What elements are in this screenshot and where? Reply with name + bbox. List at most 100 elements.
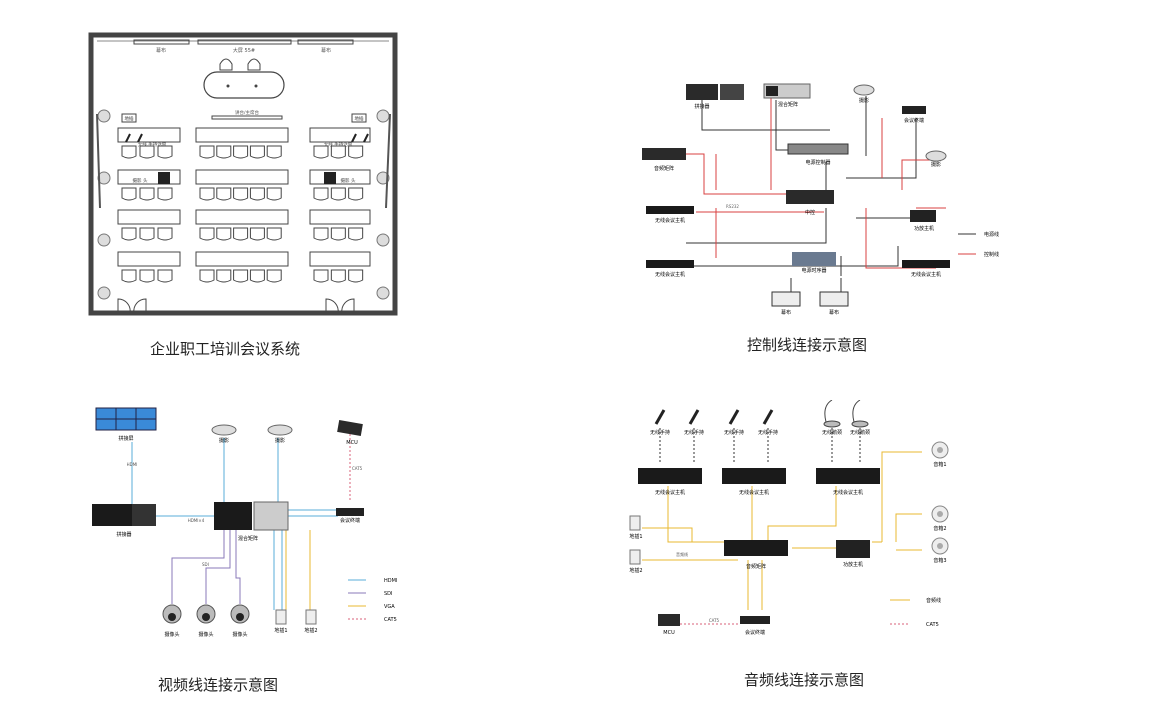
speaker-b-label: 音箱2 — [933, 525, 946, 532]
chair-icon — [121, 227, 137, 241]
video-hdmi-tag: HDMI — [127, 462, 138, 467]
device-box-icon — [658, 614, 680, 626]
chair-icon — [249, 227, 265, 241]
chair-icon — [330, 187, 346, 201]
control-caption: 控制线连接示意图 — [747, 336, 868, 354]
legend-hdmi-label: HDMI — [384, 578, 397, 584]
video-diagram-svg: 拼接屏 摄影 摄影 MCU 拼接器 混合矩阵 会议终端 HDMI×4 HDMI … — [92, 407, 397, 638]
chair-icon — [249, 187, 265, 201]
floor-plan-svg: 幕布 大屏 55# 幕布 讲台/主席台 地插 地插 无线 手持话筒 无线 手持话… — [88, 32, 398, 316]
table-icon — [117, 209, 181, 225]
audio-matrix-label: 音频矩阵 — [654, 165, 674, 172]
chair-icon — [199, 187, 215, 201]
chair-icon — [247, 58, 261, 71]
table-rows — [117, 127, 371, 283]
podium-label: 讲台/主席台 — [235, 109, 260, 116]
chair-icon — [216, 145, 232, 159]
dome-c-label: 摄像头 — [232, 631, 247, 638]
table-icon — [195, 251, 289, 267]
video-cat5-tag: CAT5 — [352, 466, 363, 471]
camera-icon — [211, 424, 237, 436]
video-splicer-label: 拼接器 — [116, 531, 131, 538]
chair-icon — [157, 269, 173, 283]
chair-icon — [266, 145, 282, 159]
floor-box-left — [121, 113, 137, 123]
control-diagram-svg: 拼接器 混合矩阵 摄影 会议终端 电源控制器 音频矩阵 摄影 中控 无线会议主机… — [642, 83, 999, 316]
chair-icon — [330, 269, 346, 283]
chair-icon — [233, 145, 249, 159]
microphone-icon — [762, 409, 774, 425]
chair-icon — [266, 269, 282, 283]
audio-cat5-tag: CAT5 — [709, 618, 720, 623]
chair-icon — [266, 227, 282, 241]
speaker-icon — [931, 505, 949, 523]
floor-box-icon — [629, 549, 641, 565]
floor-box-left-label: 地插 — [125, 115, 134, 122]
device-box-icon — [816, 468, 880, 484]
video-camera-a-label: 摄影 — [219, 437, 229, 444]
big-screen — [197, 39, 292, 45]
legend-cat5-label: CAT5 — [384, 617, 397, 623]
chair-icon — [330, 227, 346, 241]
curtain-right-label: 幕布 — [321, 47, 331, 54]
legend-control-label: 控制线 — [984, 251, 999, 258]
speaker-a-label: 音箱1 — [933, 461, 946, 468]
speaker-icon — [376, 286, 390, 300]
floor-box-right-label: 地插 — [355, 115, 364, 122]
door-icon — [117, 298, 147, 314]
device-box-icon — [638, 468, 702, 484]
chair-icon — [139, 145, 155, 159]
speaker-icon — [376, 171, 390, 185]
device-box-icon — [902, 106, 926, 114]
chair-icon — [216, 187, 232, 201]
chair-icon — [266, 187, 282, 201]
floor-box-right — [351, 113, 367, 123]
microphone-icon — [125, 133, 143, 143]
dome-a-label: 摄像头 — [164, 631, 179, 638]
legend-vga-label: VGA — [384, 604, 395, 610]
chair-icon — [313, 187, 329, 201]
legend-sdi-label: SDI — [384, 591, 393, 597]
camera-icon — [853, 84, 875, 96]
speaker-icon — [376, 233, 390, 247]
rs232-tag: RS232 — [726, 204, 739, 209]
device-box-icon — [646, 260, 694, 268]
chair-icon — [157, 145, 173, 159]
mic-left-label: 无线 手持话筒 — [138, 141, 167, 148]
device-box-icon — [642, 148, 686, 160]
chair-icon — [199, 269, 215, 283]
device-box-icon — [792, 252, 836, 266]
table-icon — [309, 209, 371, 225]
chair-icon — [348, 145, 364, 159]
chair-icon — [157, 227, 173, 241]
audio-amplifier-label: 功放主机 — [843, 561, 863, 568]
table-icon — [117, 251, 181, 267]
mic-c-label: 无线手持 — [724, 429, 744, 436]
host-b-label: 无线会议主机 — [739, 489, 769, 496]
microphone-icon — [728, 409, 740, 425]
speaker-c-label: 音箱3 — [933, 557, 946, 564]
chair-icon — [233, 187, 249, 201]
video-diagram-panel: 拼接屏 摄影 摄影 MCU 拼接器 混合矩阵 会议终端 HDMI×4 HDMI … — [88, 404, 418, 640]
camera-icon — [267, 424, 293, 436]
legend-audio-cat5-label: CAT5 — [926, 622, 939, 628]
video-floor-a-label: 地插1 — [274, 627, 287, 634]
wireless-host-a-label: 无线会议主机 — [655, 217, 685, 224]
chair-icon — [233, 227, 249, 241]
monitor-icon — [95, 407, 157, 431]
speaker-icon — [376, 109, 390, 123]
legend-power-label: 电源线 — [984, 231, 999, 238]
audio-diagram-svg: 无线手持 无线手持 无线手持 无线手持 无线鹅颈 无线鹅颈 无线会议主机 无线会… — [629, 399, 949, 636]
chair-icon — [313, 227, 329, 241]
video-floor-b-label: 地插2 — [304, 627, 317, 634]
monitor-icon — [771, 291, 801, 307]
device-box-icon — [722, 468, 786, 484]
mic-right-label: 无线 手持话筒 — [324, 141, 353, 148]
chair-icon — [348, 227, 364, 241]
dome-b-label: 摄像头 — [198, 631, 213, 638]
device-box-icon — [787, 143, 849, 155]
device-box-icon — [836, 540, 870, 558]
audio-caption: 音频线连接示意图 — [744, 671, 865, 689]
microphone-icon — [351, 133, 369, 143]
monitor-icon — [819, 291, 849, 307]
